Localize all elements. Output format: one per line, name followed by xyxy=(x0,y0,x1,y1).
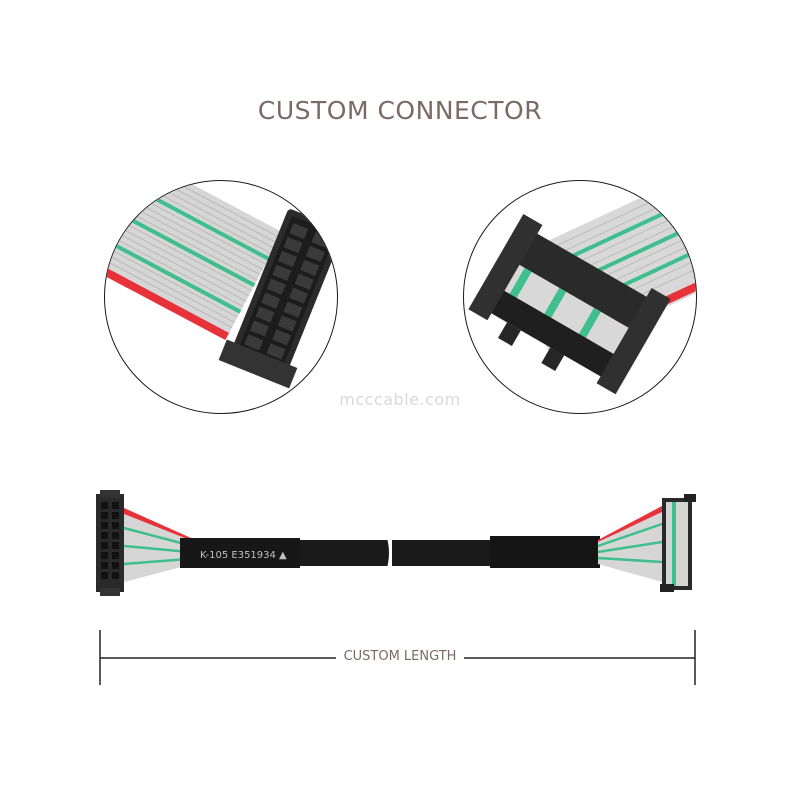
page-title: CUSTOM CONNECTOR xyxy=(257,96,543,125)
left-idc-connector xyxy=(96,490,124,596)
cable-print-text: K-105 E351934 ▲ xyxy=(200,550,287,561)
right-connector-illustration xyxy=(468,181,696,395)
cable-illustration: K-105 E351934 ▲ xyxy=(96,490,696,596)
left-connector-zoom xyxy=(104,180,338,414)
watermark-text: mcccable.com xyxy=(339,390,461,409)
custom-length-label: CUSTOM LENGTH xyxy=(335,649,465,664)
left-connector-illustration xyxy=(105,181,337,389)
right-idc-connector xyxy=(660,494,696,592)
right-connector-zoom xyxy=(463,180,697,414)
